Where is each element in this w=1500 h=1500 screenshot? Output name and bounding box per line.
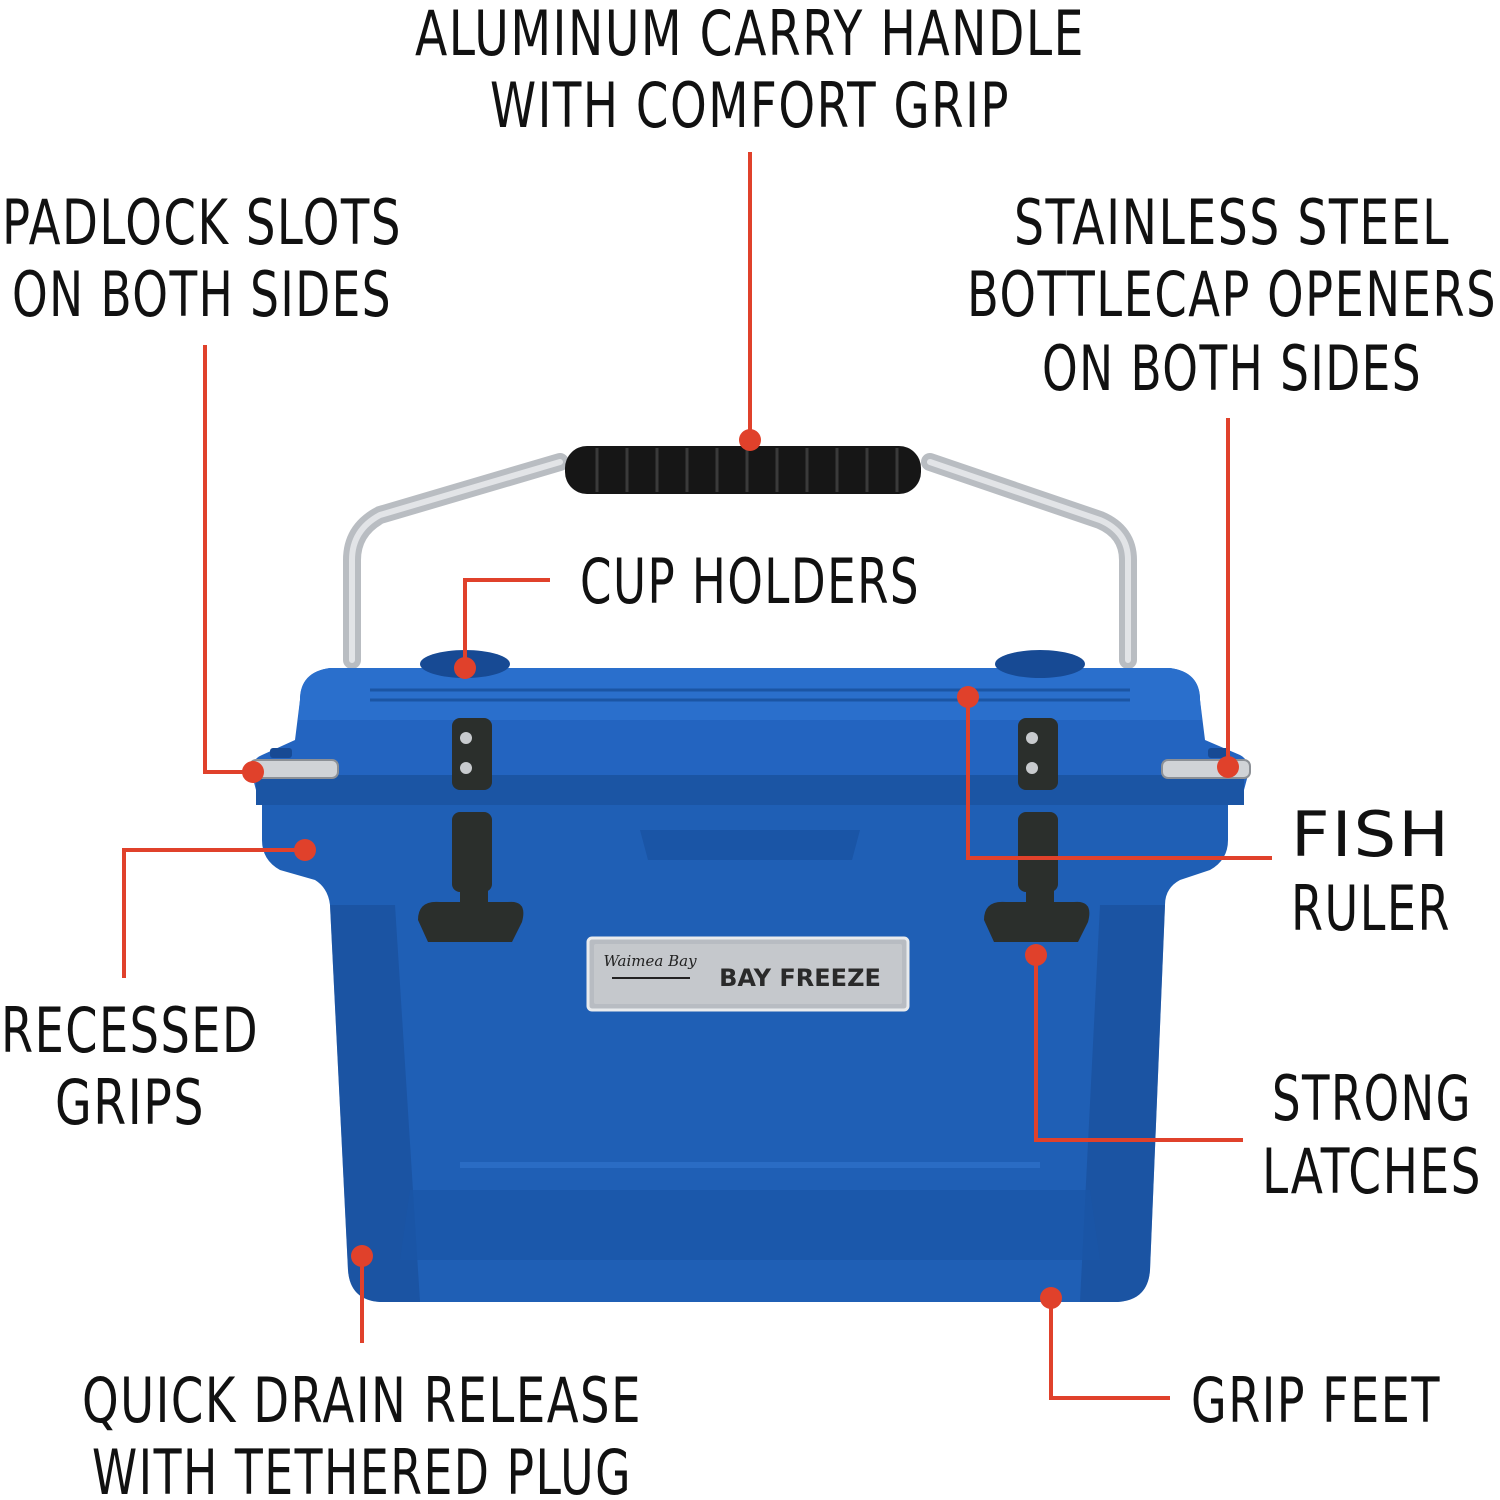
cooler-illustration: Waimea Bay BAY FREEZE (249, 446, 1251, 1302)
callout-strong-latches-line1: STRONG (1272, 1062, 1472, 1135)
badge-product-name: BAY FREEZE (719, 964, 881, 992)
callout-drain-line2: WITH TETHERED PLUG (92, 1436, 632, 1500)
callout-handle: ALUMINUM CARRY HANDLE WITH COMFORT GRIP (415, 0, 1085, 142)
callout-fish-ruler: FISH RULER (1291, 798, 1451, 945)
callout-strong-latches: STRONG LATCHES (1262, 1062, 1482, 1208)
callout-bottlecap-line3: ON BOTH SIDES (1042, 332, 1422, 405)
latch-right (984, 718, 1090, 942)
callout-recessed-grips-line1: RECESSED (1, 994, 259, 1067)
callout-padlock-line1: PADLOCK SLOTS (2, 186, 402, 259)
brand-badge: Waimea Bay BAY FREEZE (586, 936, 910, 1012)
body-front-panel (400, 1190, 1100, 1260)
callout-grip-feet-line1: GRIP FEET (1191, 1364, 1441, 1437)
callout-bottlecap-line1: STAINLESS STEEL (1014, 186, 1450, 259)
callout-recessed-grips-line2: GRIPS (55, 1066, 205, 1139)
callout-padlock: PADLOCK SLOTS ON BOTH SIDES (2, 186, 402, 331)
lid-center-recess (640, 830, 860, 860)
callout-fish-ruler-line2: RULER (1291, 872, 1451, 945)
callout-grip-feet: GRIP FEET (1191, 1364, 1441, 1437)
callout-bottlecap-line2: BOTTLECAP OPENERS (967, 258, 1497, 331)
callout-drain: QUICK DRAIN RELEASE WITH TETHERED PLUG (82, 1364, 642, 1500)
badge-brand-script: Waimea Bay (603, 952, 697, 970)
callout-cup-holders-line1: CUP HOLDERS (580, 545, 920, 618)
callout-handle-line2: WITH COMFORT GRIP (490, 69, 1010, 142)
callout-recessed-grips: RECESSED GRIPS (1, 994, 259, 1139)
callout-padlock-line2: ON BOTH SIDES (12, 258, 392, 331)
cup-holder-right (995, 650, 1085, 678)
fish-ruler-ridges (370, 688, 1130, 702)
padlock-slot-icon (270, 748, 1230, 758)
comfort-grip (565, 446, 921, 494)
leader-lines (122, 152, 1272, 1400)
callout-drain-line1: QUICK DRAIN RELEASE (82, 1364, 642, 1437)
callout-bottlecap: STAINLESS STEEL BOTTLECAP OPENERS ON BOT… (967, 186, 1497, 405)
latch-left (418, 718, 524, 942)
callout-strong-latches-line2: LATCHES (1262, 1135, 1482, 1208)
callout-fish-ruler-line1: FISH (1291, 798, 1451, 871)
callout-handle-line1: ALUMINUM CARRY HANDLE (415, 0, 1085, 70)
callout-cup-holders: CUP HOLDERS (580, 545, 920, 618)
